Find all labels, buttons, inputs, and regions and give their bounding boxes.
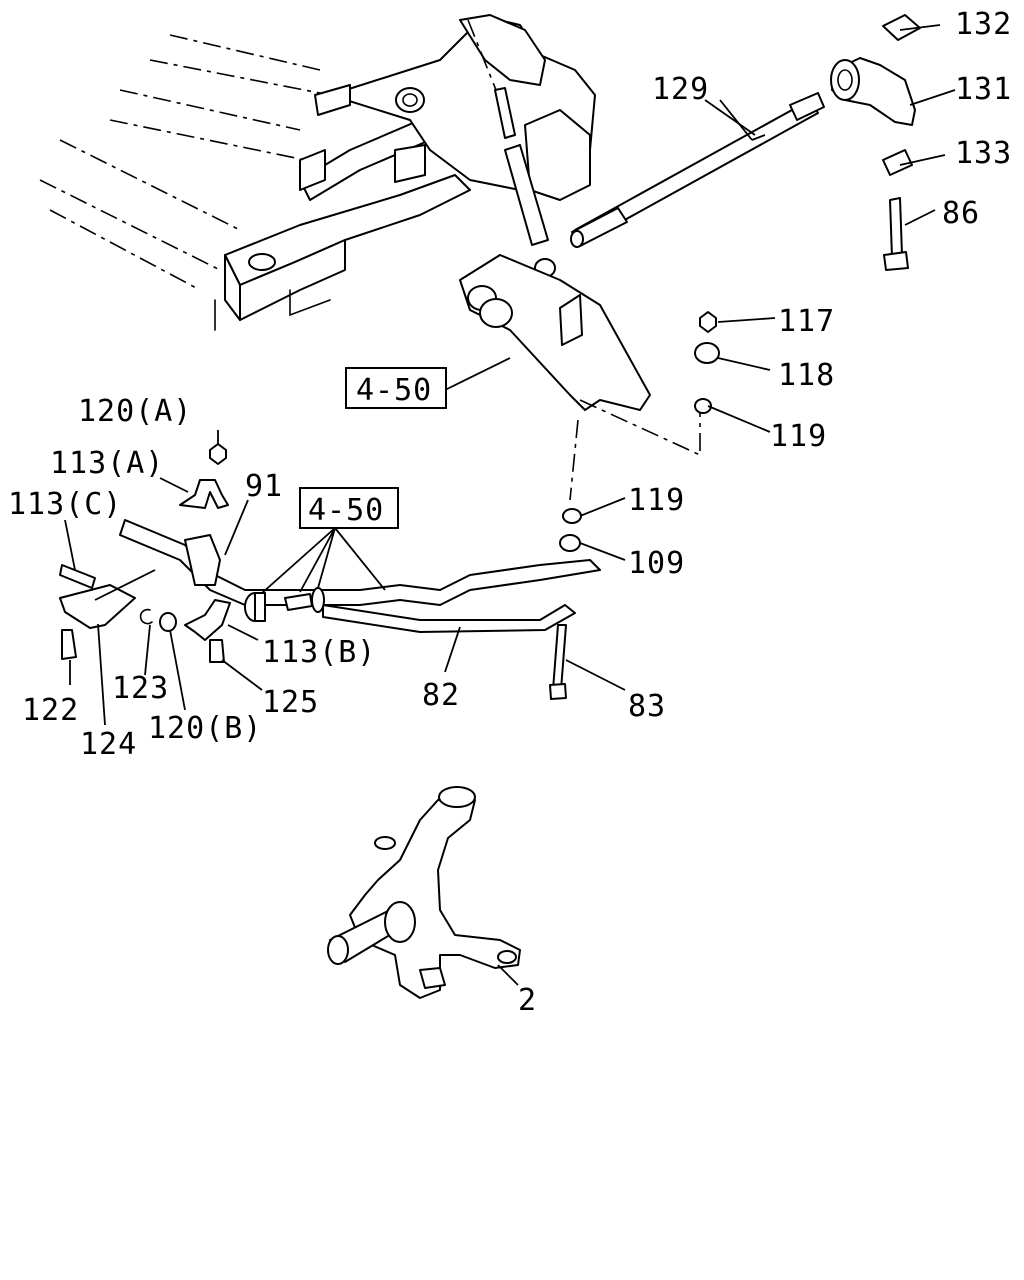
bushing-118 (694, 342, 720, 364)
steering-knuckle (327, 786, 521, 999)
washer-123 (139, 608, 153, 625)
label-91: 91 (245, 469, 283, 504)
label-109: 109 (628, 546, 685, 581)
label-113a: 113(A) (50, 446, 164, 481)
label-122: 122 (22, 693, 79, 728)
label-133: 133 (955, 136, 1012, 171)
label-131: 131 (955, 72, 1012, 107)
clamp-113a (179, 479, 229, 509)
bracket-124 (59, 584, 136, 629)
label-120b: 120(B) (148, 711, 262, 746)
label-117: 117 (778, 304, 835, 339)
label-86: 86 (942, 196, 980, 231)
label-125: 125 (262, 685, 319, 720)
bolt-113c (59, 564, 96, 589)
label-2: 2 (518, 983, 537, 1018)
label-113b: 113(B) (262, 635, 376, 670)
frame-crossmember (39, 14, 596, 331)
label-82: 82 (422, 678, 460, 713)
washer-119-upper (694, 398, 712, 414)
bolt-122 (61, 629, 77, 660)
control-arm (459, 254, 701, 457)
label-119-lower: 119 (628, 483, 685, 518)
label-129: 129 (652, 72, 709, 107)
bolt-125 (209, 639, 225, 663)
label-132: 132 (955, 7, 1012, 42)
link-bolt-83 (552, 624, 567, 691)
label-123: 123 (112, 671, 169, 706)
label-119-upper: 119 (770, 419, 827, 454)
label-4-50-lower: 4-50 (308, 493, 384, 528)
part-133 (882, 149, 913, 176)
label-120a: 120(A) (78, 394, 192, 429)
washer-119-lower (562, 508, 582, 524)
bolt-86 (883, 197, 909, 271)
torsion-bar (570, 92, 825, 248)
anchor-arm (830, 57, 916, 126)
ref-box-lower (299, 487, 399, 529)
label-113c: 113(C) (8, 487, 122, 522)
leader-lines (64, 24, 956, 986)
label-83: 83 (628, 689, 666, 724)
stabilizer-bar (119, 519, 601, 633)
label-124: 124 (80, 727, 137, 762)
ref-box-upper (345, 367, 447, 409)
label-118: 118 (778, 358, 835, 393)
nut-117 (699, 311, 717, 333)
clamp-113b (184, 599, 231, 641)
label-4-50-upper: 4-50 (356, 373, 432, 408)
nut-120b (159, 612, 177, 632)
bushing-109 (559, 534, 581, 552)
nut-120a (209, 443, 227, 465)
